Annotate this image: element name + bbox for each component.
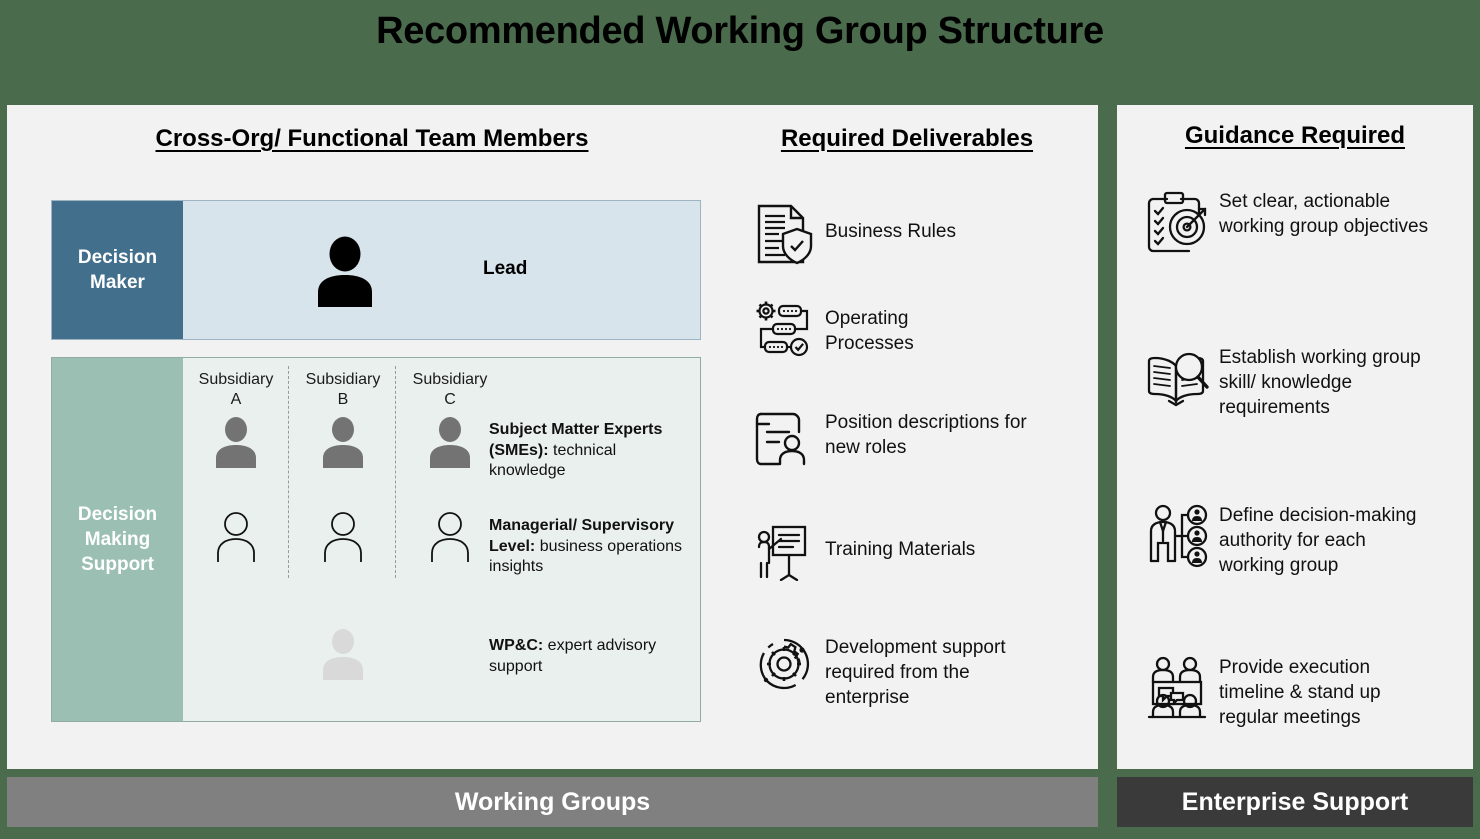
person-filled-gray-icon <box>214 416 258 473</box>
column-divider-2 <box>395 366 396 578</box>
person-outline-icon <box>428 510 472 567</box>
subsidiary-c-line2: C <box>444 391 456 408</box>
deliverable-label: Training Materials <box>825 539 976 560</box>
deliverables-heading: Required Deliverables <box>780 125 1034 152</box>
guidance-label: Define decision-making authority for eac… <box>1219 505 1417 576</box>
subsidiary-b-heading: Subsidiary B <box>290 370 396 410</box>
decision-support-row: Decision Making Support Subsidiary A Sub… <box>51 357 701 722</box>
person-outline-icon <box>214 510 258 567</box>
column-divider-1 <box>288 366 289 578</box>
enterprise-support-panel: Guidance Required <box>1117 105 1473 769</box>
role-wpc: WP&C: expert advisory support <box>489 636 689 677</box>
role-managerial: Managerial/ Supervisory Level: business … <box>489 516 689 578</box>
org-hierarchy-person-icon <box>1145 503 1219 574</box>
role-sme: Subject Matter Experts (SMEs): technical… <box>489 420 689 482</box>
person-filled-lightgray-icon <box>321 628 365 685</box>
role-managerial-title: Managerial/ Supervisory Level: <box>489 517 674 555</box>
deliverable-label: Development support required from the en… <box>825 637 1006 708</box>
working-groups-footer-label: Working Groups <box>454 787 651 816</box>
support-label-line2: Making <box>84 529 151 550</box>
role-wpc-desc: expert advisory support <box>489 637 657 675</box>
guidance-label: Provide execution timeline & stand up re… <box>1219 657 1381 728</box>
deliverable-label: Business Rules <box>825 221 956 242</box>
document-shield-icon <box>755 203 817 270</box>
subsidiary-b-line1: Subsidiary <box>305 371 381 388</box>
person-outline-icon <box>321 510 365 567</box>
decision-maker-label-line1: Decision <box>77 247 158 268</box>
guidance-item: Define decision-making authority for eac… <box>1145 503 1434 578</box>
working-groups-panel: Cross-Org/ Functional Team Members Decis… <box>7 105 1098 769</box>
subsidiary-c-heading: Subsidiary C <box>397 370 503 410</box>
subsidiary-a-line1: Subsidiary <box>198 371 274 388</box>
person-filled-gray-icon <box>321 416 365 473</box>
guidance-item: Set clear, actionable working group obje… <box>1145 189 1429 260</box>
role-wpc-title: WP&C: <box>489 637 544 654</box>
lead-label: Lead <box>483 258 528 279</box>
book-magnifier-icon <box>1145 345 1219 416</box>
guidance-heading: Guidance Required <box>1184 122 1406 149</box>
decision-maker-body: Lead <box>183 201 700 339</box>
decision-maker-row: Decision Maker Lead <box>51 200 701 340</box>
document-person-icon <box>755 410 817 473</box>
decision-support-body: Subsidiary A Subsidiary B Subsidiary C <box>183 358 700 721</box>
presenter-board-icon <box>755 523 817 586</box>
team-members-heading: Cross-Org/ Functional Team Members <box>155 125 589 152</box>
person-filled-black-icon <box>315 235 375 312</box>
deliverable-item: Business Rules <box>755 203 956 270</box>
team-members-column: Cross-Org/ Functional Team Members Decis… <box>7 105 737 769</box>
gear-process-flow-icon <box>755 300 817 363</box>
deliverable-label: Position descriptions for new roles <box>825 412 1027 458</box>
support-label-line3: Support <box>81 554 154 575</box>
subsidiary-a-heading: Subsidiary A <box>183 370 289 410</box>
decision-maker-label: Decision Maker <box>52 201 183 339</box>
working-groups-footer-bar: Working Groups <box>7 777 1098 827</box>
guidance-label: Set clear, actionable working group obje… <box>1219 191 1429 237</box>
subsidiary-c-line1: Subsidiary <box>412 371 488 388</box>
meeting-people-icon <box>1145 655 1219 726</box>
role-sme-desc: technical knowledge <box>489 441 617 480</box>
subsidiary-a-line2: A <box>230 391 242 408</box>
clipboard-target-icon <box>1145 189 1219 260</box>
decision-maker-label-line2: Maker <box>90 272 145 293</box>
deliverable-item: Operating Processes <box>755 300 975 363</box>
guidance-item: Establish working group skill/ knowledge… <box>1145 345 1443 420</box>
deliverable-item: Training Materials <box>755 523 975 586</box>
deliverable-item: Development support required from the en… <box>755 635 1055 710</box>
enterprise-support-footer-label: Enterprise Support <box>1181 787 1409 816</box>
guidance-label: Establish working group skill/ knowledge… <box>1219 347 1421 418</box>
enterprise-support-footer-bar: Enterprise Support <box>1117 777 1473 827</box>
deliverables-column: Required Deliverables <box>737 105 1098 769</box>
deliverable-item: Position descriptions for new roles <box>755 410 1045 473</box>
guidance-item: Provide execution timeline & stand up re… <box>1145 655 1434 730</box>
gear-orbit-icon <box>755 635 817 698</box>
support-label-line1: Decision <box>77 504 158 525</box>
subsidiary-b-line2: B <box>337 391 349 408</box>
decision-support-label: Decision Making Support <box>52 358 183 721</box>
page-title: Recommended Working Group Structure <box>376 10 1104 52</box>
role-sme-title: Subject Matter Experts (SMEs): <box>489 421 663 459</box>
role-managerial-desc: business operations insights <box>489 537 683 576</box>
person-filled-gray-icon <box>428 416 472 473</box>
deliverable-label: Operating Processes <box>825 308 914 354</box>
